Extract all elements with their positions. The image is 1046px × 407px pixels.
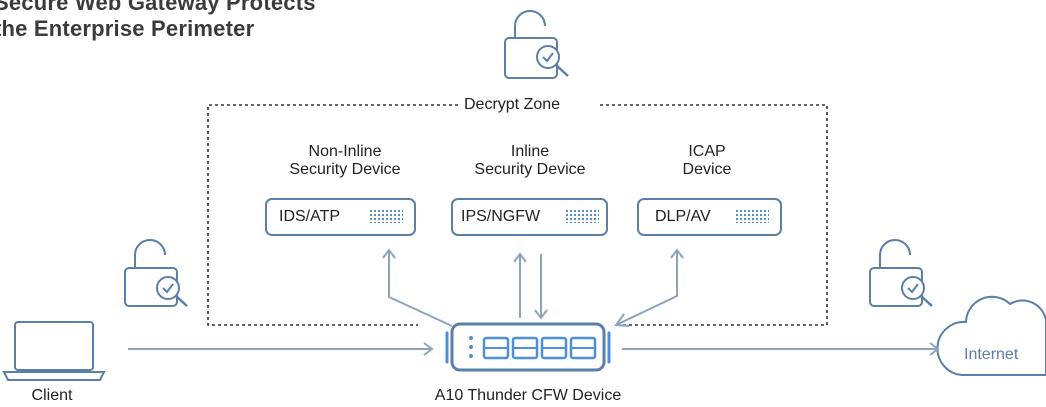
client-to-appliance-arrow <box>128 342 434 356</box>
appliance-to-internet-arrow <box>622 342 940 356</box>
lock-icon-right <box>869 239 933 307</box>
lock-icon-top <box>504 10 569 79</box>
device-name: IPS/NGFW <box>461 208 541 225</box>
flow-arrows <box>128 248 940 356</box>
decrypt-zone-border <box>207 104 828 326</box>
device-heading-non-inline: Non-Inline Security Device <box>270 143 420 179</box>
appliance-to-ids-arrow <box>382 248 453 327</box>
device-heading-line-1: ICAP <box>688 143 726 160</box>
diagram-title-line-1: Secure Web Gateway Protects <box>0 0 316 15</box>
device-heading-line-2: Security Device <box>474 161 586 178</box>
decrypt-zone-label: Decrypt Zone <box>458 96 567 114</box>
cloud-icon <box>936 295 1046 376</box>
dlp-av-device-box: DLP/AV <box>637 198 782 236</box>
device-name: DLP/AV <box>655 208 711 225</box>
appliance-icon <box>445 322 611 372</box>
ips-to-appliance-arrow <box>534 254 548 320</box>
dlp-arrow-head <box>670 248 684 259</box>
device-heading-inline: Inline Security Device <box>455 143 605 179</box>
device-heading-line-2: Device <box>682 161 732 178</box>
device-heading-icap: ICAP Device <box>632 143 782 179</box>
device-name: IDS/ATP <box>279 208 341 225</box>
ids-atp-device-box: IDS/ATP <box>265 198 416 236</box>
chip-icon <box>369 209 403 223</box>
dlp-to-appliance-arrow <box>614 250 678 327</box>
appliance-label: A10 Thunder CFW Device <box>434 387 622 404</box>
internet-label: Internet <box>964 346 1019 363</box>
lock-icon-left <box>124 239 188 307</box>
diagram-title-line-2: the Enterprise Perimeter <box>0 16 255 41</box>
device-heading-line-1: Inline <box>510 143 550 160</box>
device-heading-line-2: Security Device <box>289 161 401 178</box>
client-label: Client <box>31 387 73 404</box>
device-heading-line-1: Non-Inline <box>308 143 382 160</box>
ips-ngfw-device-box: IPS/NGFW <box>451 198 608 236</box>
chip-icon <box>735 209 769 223</box>
chip-icon <box>565 209 599 223</box>
appliance-to-ips-arrow <box>513 252 527 318</box>
laptop-icon <box>2 321 106 381</box>
